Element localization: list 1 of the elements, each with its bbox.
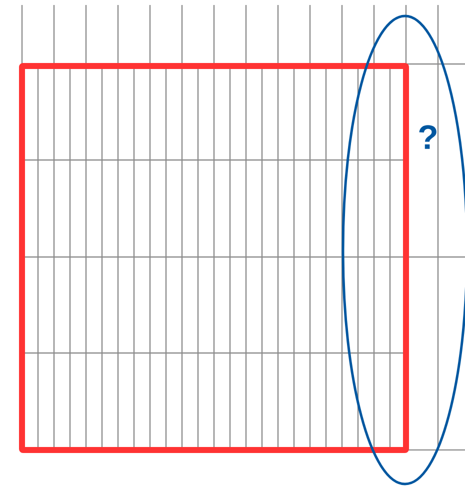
- question-mark: ?: [419, 125, 436, 149]
